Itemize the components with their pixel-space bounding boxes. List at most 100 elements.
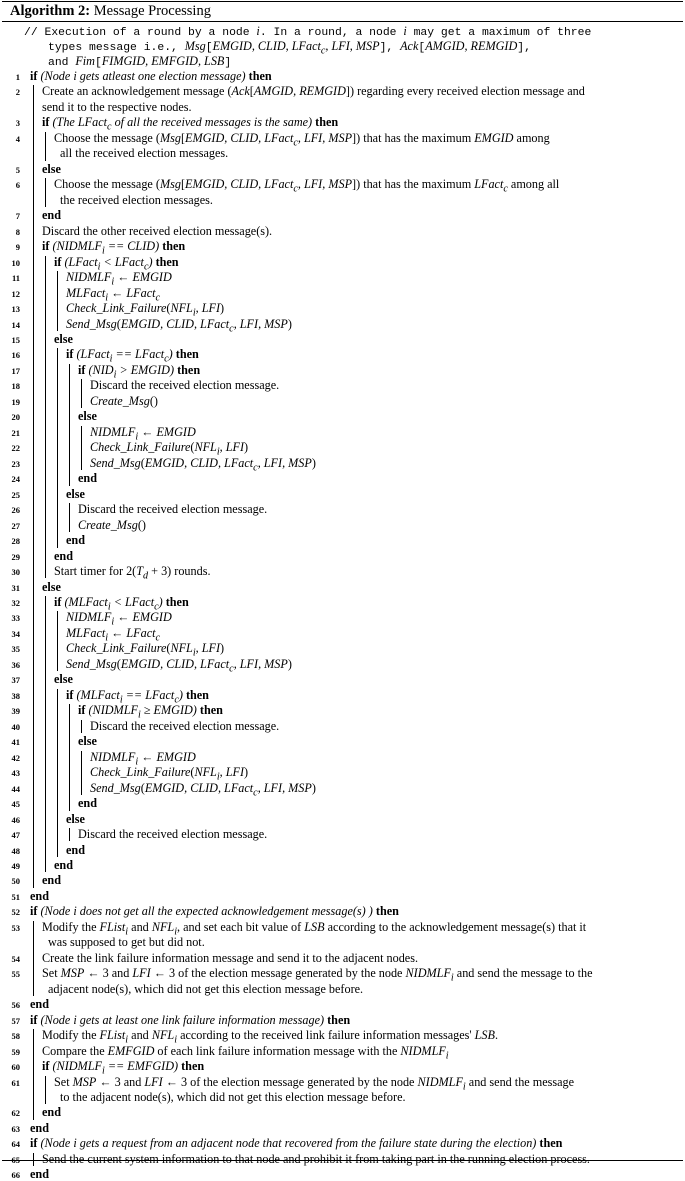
line-number: 28 [11,536,21,547]
algorithm-line: all the received election messages. [60,146,229,161]
line-number: 40 [11,721,21,732]
algorithm-line: else [42,579,61,594]
algorithm-line: Discard the received election message. [78,502,268,517]
algorithm-line: Discard the received election message. [90,718,280,733]
algorithm-line: Discard the other received election mess… [42,223,273,238]
algorithm-line: the received election messages. [60,192,213,207]
bottom-rule [2,1160,683,1161]
line-number: 56 [11,1000,21,1011]
block-bar [45,178,46,208]
block-bar [69,828,70,842]
algorithm-line: if (MLFacti == LFactc) then [66,687,209,706]
caption-rule [2,21,683,22]
block-bar [57,348,58,548]
algorithm-line: Create an acknowledgement message (Ack[A… [42,84,585,99]
block-bar [57,688,58,857]
algorithm-line: Discard the received election message. [90,378,280,393]
line-number: 4 [15,133,20,144]
line-number: 18 [11,381,21,392]
line-number: 38 [11,690,21,701]
algorithm-line: Check_Link_Failure(NFLi, LFI) [90,440,249,458]
algorithm-line: NIDMLFi ← EMGID [90,424,196,443]
algorithm-line: end [30,997,49,1012]
algorithm-line: end [42,208,61,223]
comment-line: and Fim[FIMGID, EMFGID, LSB] [48,54,232,70]
algorithm-line: Create_Msg() [90,393,158,408]
line-number: 53 [11,922,21,933]
line-number: 42 [11,752,21,763]
line-number: 22 [11,443,21,454]
block-bar [45,595,46,873]
algorithm-line: else [78,409,97,424]
line-number: 47 [11,830,21,841]
line-number: 36 [11,659,21,670]
line-number: 14 [11,319,21,330]
algorithm-line: Check_Link_Failure(NFLi, LFI) [90,765,249,783]
algorithm-line: if (NIDMLFi ≥ EMGID) then [78,703,223,721]
algorithm-line: MLFacti ← LFactc [66,625,161,644]
line-number: 37 [11,675,21,686]
line-number: 20 [11,412,21,423]
algorithm-line: to the adjacent node(s), which did not g… [60,1090,406,1105]
algorithm-line: Send_Msg(EMGID, CLID, LFactc, LFI, MSP) [66,656,292,675]
line-number: 48 [11,845,21,856]
line-number: 21 [11,427,21,438]
algorithm-line: Choose the message (Msg[EMGID, CLID, LFa… [54,177,560,195]
algorithm-line: end [54,548,73,563]
algorithm-line: Create_Msg() [78,517,146,532]
block-bar [69,704,70,811]
algorithm-line: adjacent node(s), which did not get this… [48,981,364,996]
line-number: 13 [11,304,21,315]
line-number: 10 [11,257,21,268]
top-rule [2,1,683,2]
algorithm-line: if (NIDMLFi == CLID) then [42,239,186,257]
algorithm-line: end [42,873,61,888]
algorithm-line: Check_Link_Failure(NFLi, LFI) [66,641,225,659]
line-number: 32 [11,597,21,608]
block-bar [33,85,34,888]
algorithm-line: Create the link failure information mess… [42,950,418,965]
line-number: 61 [11,1077,21,1088]
algorithm-line: Choose the message (Msg[EMGID, CLID, LFa… [54,130,550,149]
block-bar [81,379,82,409]
algorithm-line: was supposed to get but did not. [48,935,205,950]
algorithm-line: end [30,1120,49,1135]
line-number: 62 [11,1108,21,1119]
algorithm-line: end [30,888,49,903]
line-number: 57 [11,1015,21,1026]
algorithm-line: else [78,734,97,749]
line-number: 31 [11,582,21,593]
algorithm-line: end [54,857,73,872]
block-bar [33,920,34,997]
algorithm-line: NIDMLFi ← EMGID [66,270,172,288]
line-number: 11 [11,273,20,284]
block-bar [57,611,58,672]
line-number: 59 [11,1046,21,1057]
line-number: 2 [15,87,20,98]
algorithm-line: Start timer for 2(Td + 3) rounds. [54,564,211,582]
algorithm-line: else [54,331,73,346]
block-bar [69,363,70,486]
algorithm-line: NIDMLFi ← EMGID [90,749,196,768]
line-number: 45 [11,799,21,810]
block-bar [33,1029,34,1120]
algorithm-line: end [30,1167,49,1181]
line-number: 23 [11,458,21,469]
line-number: 19 [11,396,21,407]
algorithm-line: if (NIDMLFi == EMFGID) then [42,1059,205,1077]
algorithm-line: end [66,533,85,548]
line-number: 3 [15,118,20,129]
line-number: 24 [11,474,21,485]
algorithm-line: MLFacti ← LFactc [66,285,161,304]
block-bar [69,503,70,533]
line-number: 64 [11,1139,21,1150]
algorithm-line: send it to the respective nodes. [42,99,192,114]
algorithm-line: if (Node i gets at least one link failur… [30,1012,351,1027]
line-number: 35 [11,644,21,655]
line-number: 66 [11,1170,21,1181]
comment-line: // Execution of a round by a node i. In … [24,24,592,40]
algorithm-line: Set MSP ← 3 and LFI ← 3 of the election … [54,1074,575,1092]
line-number: 30 [11,567,21,578]
line-number: 51 [11,891,21,902]
